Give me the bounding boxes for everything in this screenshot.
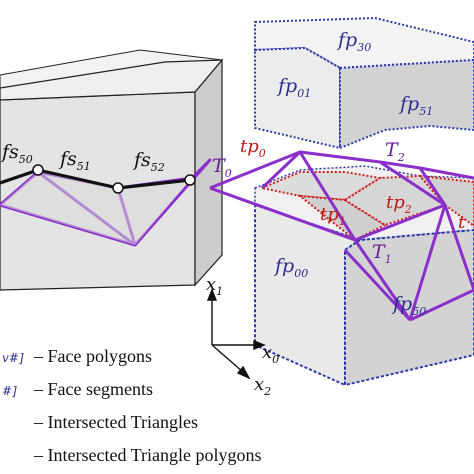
label-fs52: fs52 [132,149,165,174]
label-t1: T1 [372,241,392,266]
label-fs51: fs51 [58,148,91,173]
legend-item-face-polygons: – Face polygons [33,346,152,366]
legend-item-face-segments: – Face segments [33,379,153,399]
label-fp01: fp01 [276,75,311,100]
label-tp1: tp1 [320,204,346,228]
fp01-face [254,46,341,150]
face-segment-line [0,168,191,190]
t-edge [209,186,356,242]
fp51-face [339,58,474,150]
face-segments [0,168,191,190]
left-block-top [0,59,224,101]
segment-vertices [32,164,196,194]
t-edge [443,204,474,291]
label-tp3-partial: t [458,212,466,233]
label-x0: x0 [262,342,279,366]
t-edge [343,248,412,322]
label-t0: T0 [212,155,232,180]
t-edge [353,239,412,321]
t-edge [298,151,357,241]
label-t2: T2 [385,139,405,164]
label-fs50: fs50 [0,141,33,166]
label-x2: x2 [254,374,271,398]
label-x1: x1 [206,274,223,298]
triangles-t1-t2 [209,150,474,322]
t-edge [409,288,474,322]
segment-vertex [184,174,196,186]
axis-x2-arrowhead [236,365,251,380]
legend-key-face-segments: #] [2,384,17,398]
t0-fill [0,172,192,245]
t-edge [260,150,302,190]
legend-item-intersected-triangles: – Intersected Triangles [33,412,198,432]
label-tp0: tp0 [240,136,266,160]
t-edge [379,160,446,207]
legend-key-face-polygons: v#] [2,351,24,365]
label-fp50: fp50 [391,293,426,318]
legend: v#] – Face polygons #] – Face segments –… [2,346,261,465]
triangle-polygons [258,171,474,242]
legend-item-intersected-triangle-polygons: – Intersected Triangle polygons [33,445,261,465]
axis-x2-line [211,344,244,373]
t-edge [354,203,446,242]
axis-x1-arrowhead [206,288,218,301]
top-right-block [254,16,474,150]
label-tp2: tp2 [386,192,412,216]
coordinate-axes [206,288,266,380]
t-edge [408,204,447,321]
label-fp00: fp00 [273,255,308,280]
t-edge [418,167,447,206]
label-fp30: fp30 [336,29,371,54]
axis-x0-arrowhead [253,339,266,351]
segment-vertex [32,164,44,176]
segment-vertex [112,182,124,194]
label-fp51: fp51 [398,93,433,118]
